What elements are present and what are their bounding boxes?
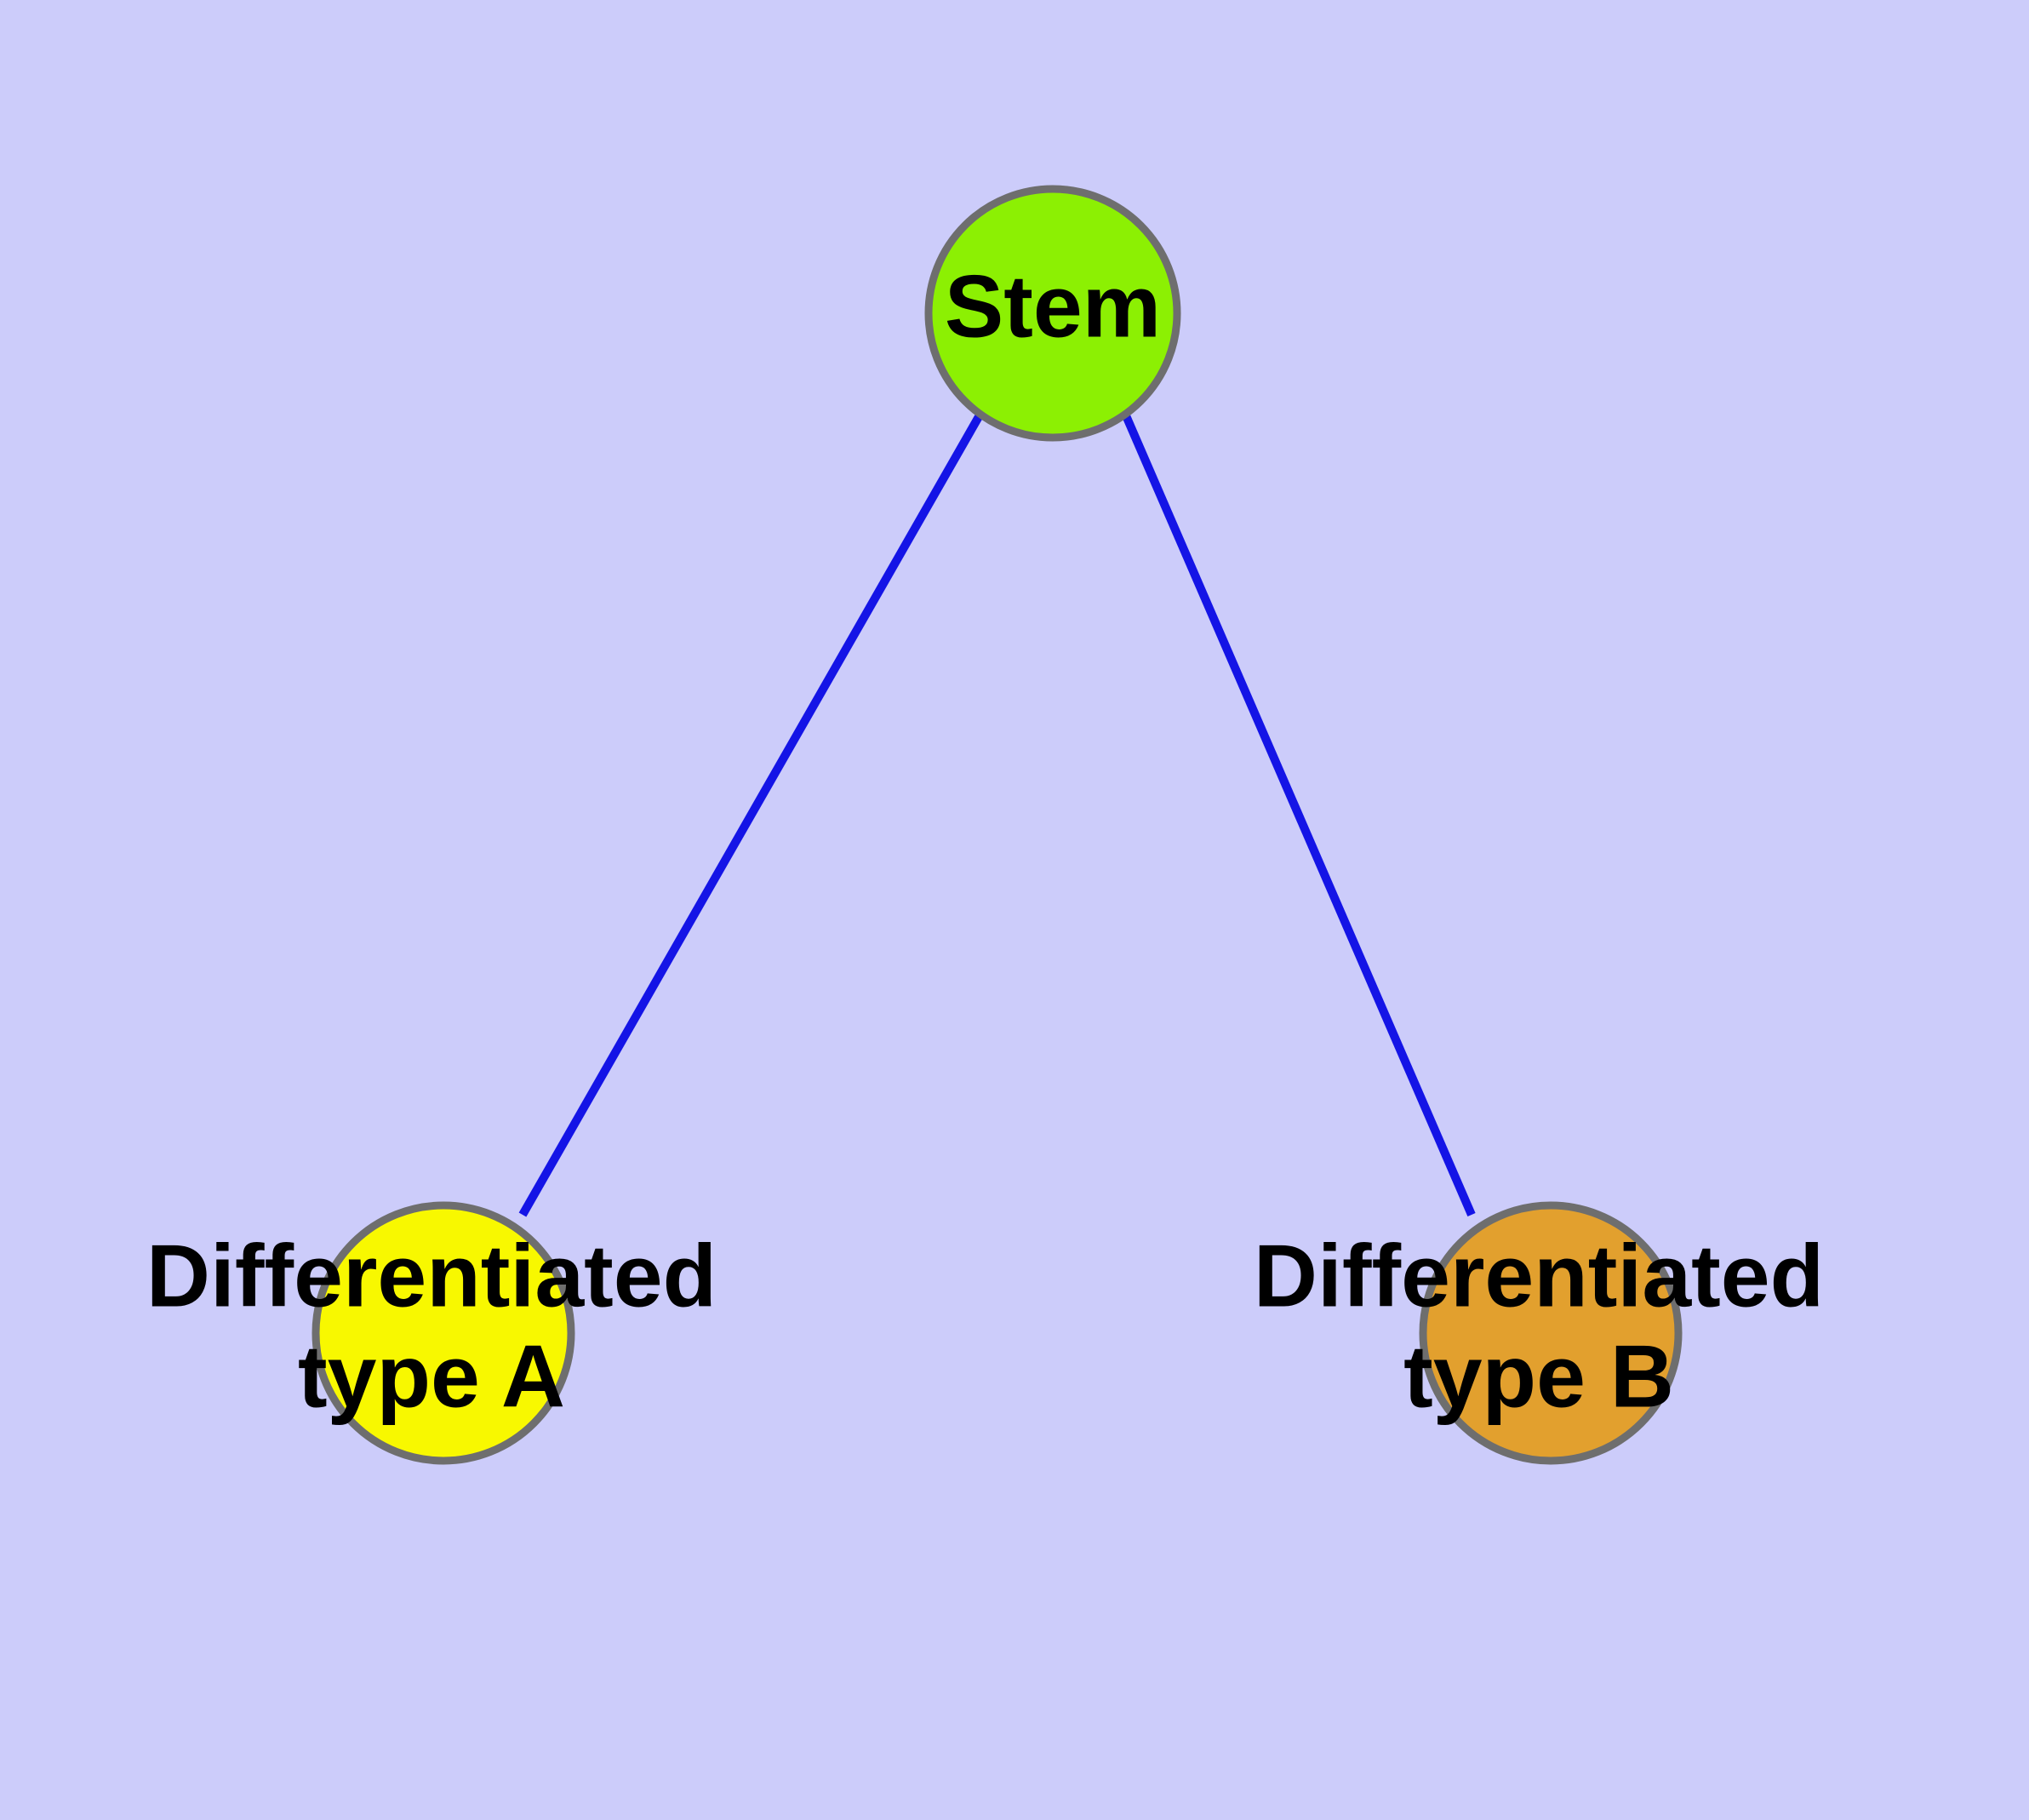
node-label-diff_a-line-1: Differentiated — [146, 1227, 717, 1325]
node-circle-diff_a[interactable] — [311, 1201, 575, 1465]
node-stem[interactable]: Stem — [924, 185, 1181, 442]
node-circle-diff_b[interactable] — [1419, 1201, 1683, 1465]
node-label-diff_b-line-1: Differentiated — [1254, 1227, 1824, 1325]
edge-stem-to-diff_b[interactable] — [1121, 412, 1476, 1216]
node-label-diff_b-line-2: type B — [1403, 1327, 1674, 1426]
node-label-stem-line-1: Stem — [945, 257, 1161, 356]
node-label-diff_a-line-2: type A — [298, 1327, 565, 1426]
node-circle-stem[interactable] — [924, 185, 1181, 442]
edges-layer — [518, 411, 1476, 1217]
edge-stem-to-diff_a[interactable] — [518, 411, 985, 1217]
